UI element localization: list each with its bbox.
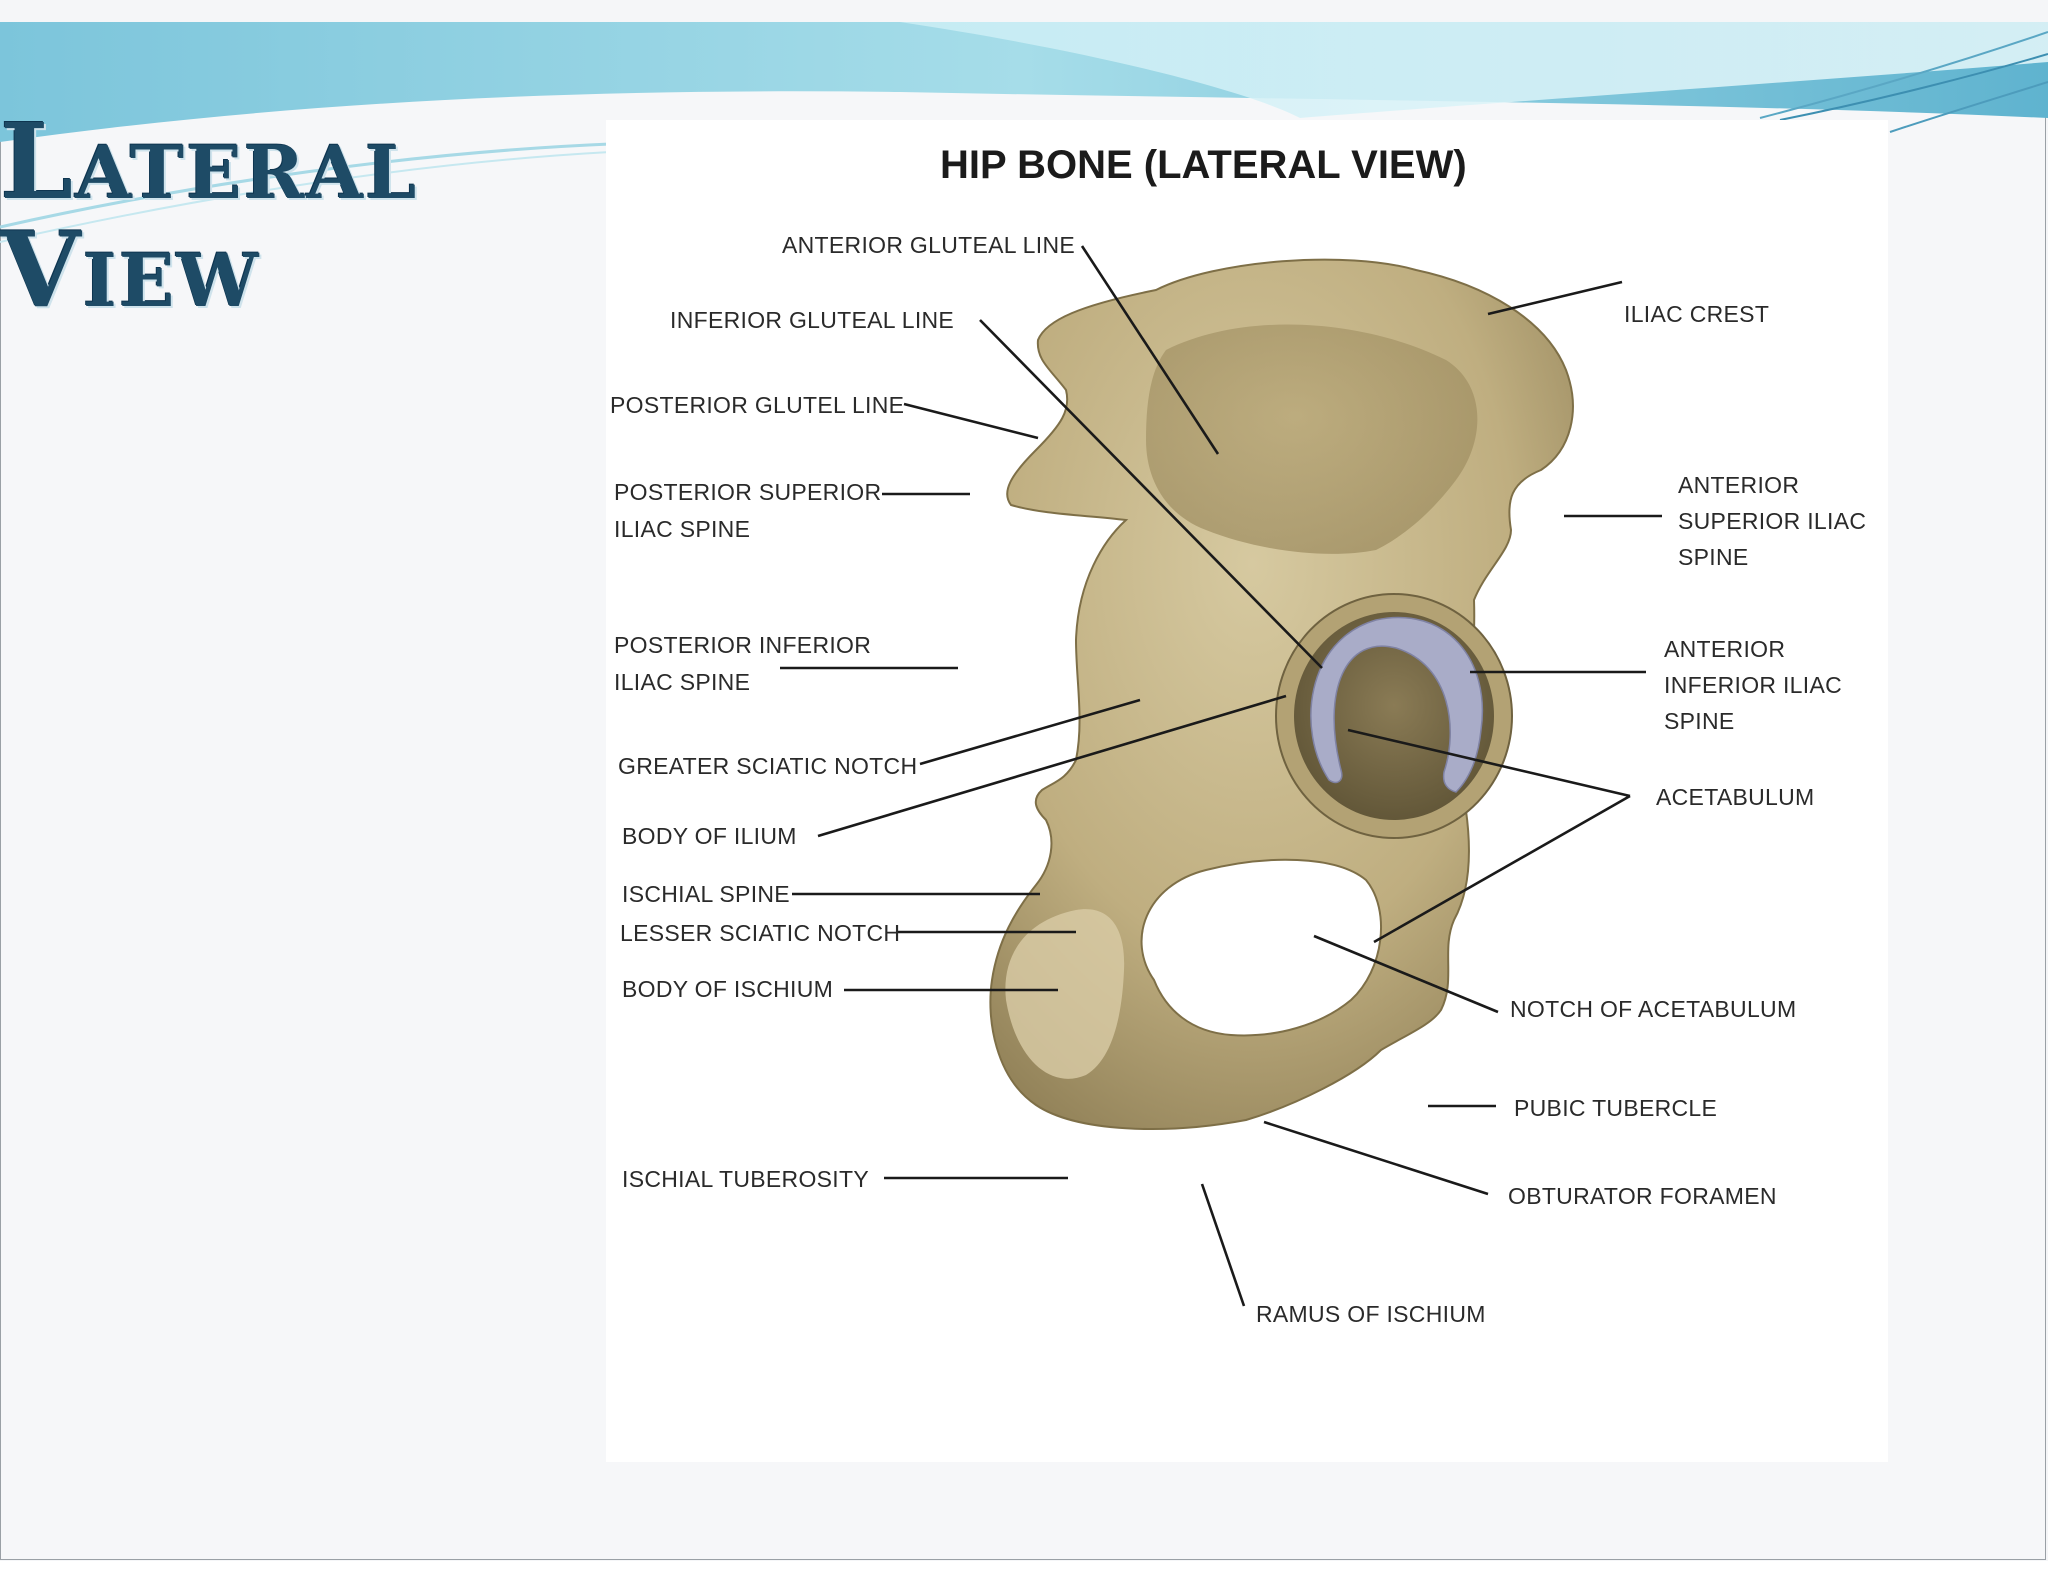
label-anterior-inferior-iliac-spine-line-2: INFERIOR ILIAC (1664, 672, 1842, 698)
iliac-fossa (1146, 324, 1478, 554)
labels-right: ILIAC CREST ANTERIOR SUPERIOR ILIAC SPIN… (1256, 301, 1866, 1327)
label-posterior-glutel-line: POSTERIOR GLUTEL LINE (610, 392, 904, 418)
leader-ramus-of-ischium (1200, 1183, 1246, 1307)
leader-inferior-gluteal-line (979, 319, 1323, 669)
label-anterior-superior-iliac-spine-line-2: SUPERIOR ILIAC (1678, 508, 1866, 534)
slide-title-line-2: View (0, 208, 261, 331)
swoosh-line-3 (1759, 31, 2048, 119)
leader-acetabulum-upper (1347, 728, 1631, 798)
label-lesser-sciatic-notch: LESSER SCIATIC NOTCH (620, 920, 900, 946)
swoosh-band-light (900, 22, 2048, 118)
hip-bone-illustration (989, 258, 1574, 1130)
leader-obturator-foramen (1263, 1120, 1489, 1196)
label-ramus-of-ischium: RAMUS OF ISCHIUM (1256, 1301, 1486, 1327)
label-anterior-inferior-iliac-spine-line-3: SPINE (1664, 708, 1735, 734)
label-anterior-gluteal-line: ANTERIOR GLUTEAL LINE (782, 232, 1075, 258)
hip-bone-diagram-panel: HIP BONE (LATERAL VIEW) (606, 120, 1888, 1462)
label-anterior-superior-iliac-spine-line-3: SPINE (1678, 544, 1749, 570)
label-body-of-ischium: BODY OF ISCHIUM (622, 976, 833, 1002)
label-posterior-inferior-iliac-spine-line-2: ILIAC SPINE (614, 669, 750, 695)
leader-lines (780, 245, 1662, 1307)
labels-left: ANTERIOR GLUTEAL LINE INFERIOR GLUTEAL L… (610, 232, 1075, 1192)
swoosh-line-2 (0, 151, 611, 243)
leader-posterior-glutel-line (903, 402, 1039, 440)
label-anterior-superior-iliac-spine-line-1: ANTERIOR (1678, 472, 1799, 498)
swoosh-line-4 (1779, 53, 2048, 121)
obturator-foramen (1140, 858, 1382, 1037)
leader-iliac-crest (1487, 280, 1623, 316)
label-inferior-gluteal-line: INFERIOR GLUTEAL LINE (670, 307, 954, 333)
label-posterior-superior-iliac-spine-line-2: ILIAC SPINE (614, 516, 750, 542)
label-iliac-crest: ILIAC CREST (1624, 301, 1769, 327)
label-pubic-tubercle: PUBIC TUBERCLE (1514, 1095, 1717, 1121)
header-swoosh-decoration (0, 22, 2048, 243)
label-anterior-inferior-iliac-spine-line-1: ANTERIOR (1664, 636, 1785, 662)
leader-anterior-gluteal-line (1080, 245, 1220, 455)
leader-greater-sciatic-notch (919, 698, 1141, 766)
label-ischial-tuberosity: ISCHIAL TUBEROSITY (622, 1166, 869, 1192)
bottom-strip (0, 1561, 2048, 1582)
label-greater-sciatic-notch: GREATER SCIATIC NOTCH (618, 753, 917, 779)
swoosh-line-5 (1889, 81, 2048, 133)
label-notch-of-acetabulum: NOTCH OF ACETABULUM (1510, 996, 1796, 1022)
ischial-tuberosity-surface (1005, 909, 1125, 1079)
diagram-title: HIP BONE (LATERAL VIEW) (940, 143, 1467, 187)
leader-acetabulum-lower (1373, 794, 1631, 944)
leader-body-of-ilium (817, 694, 1287, 838)
label-acetabulum: ACETABULUM (1656, 784, 1815, 810)
label-ischial-spine: ISCHIAL SPINE (622, 881, 790, 907)
swoosh-line-1 (0, 142, 611, 229)
label-obturator-foramen: OBTURATOR FORAMEN (1508, 1183, 1777, 1209)
hip-bone-diagram: HIP BONE (LATERAL VIEW) (610, 143, 1866, 1327)
slide-title-line-1: Lateral (0, 100, 419, 223)
slide-title: Lateral View (0, 108, 418, 324)
acetabulum-lunate-surface (1310, 616, 1484, 793)
leader-notch-of-acetabulum (1313, 934, 1499, 1014)
label-body-of-ilium: BODY OF ILIUM (622, 823, 797, 849)
label-posterior-inferior-iliac-spine-line-1: POSTERIOR INFERIOR (614, 632, 871, 658)
label-posterior-superior-iliac-spine-line-1: POSTERIOR SUPERIOR (614, 479, 881, 505)
